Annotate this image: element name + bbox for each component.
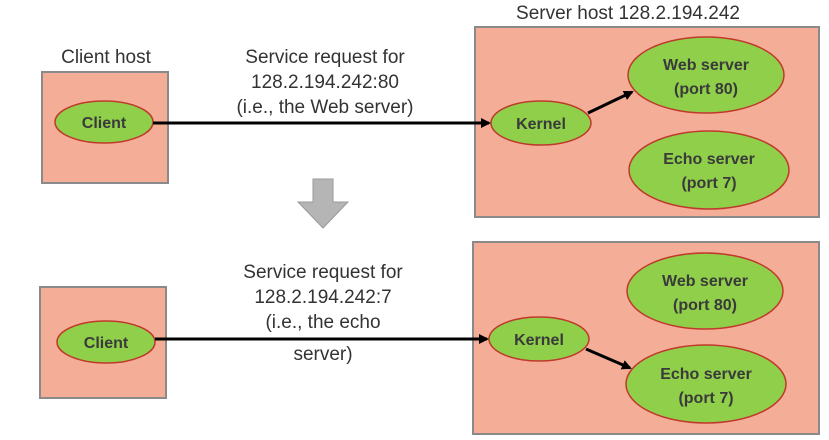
bottom-web-server-node	[626, 252, 784, 330]
top-kernel-label: Kernel	[516, 116, 566, 133]
bottom-kernel-to-echo-arrow	[585, 347, 632, 370]
top-request-line-1: Service request for	[245, 47, 405, 68]
top-kernel-node	[490, 100, 592, 146]
top-echo-server-label-1: Echo server	[663, 151, 755, 168]
top-web-server-node	[627, 36, 785, 114]
bottom-echo-server-label-2: (port 7)	[678, 390, 733, 407]
top-web-server-label-1: Web server	[663, 57, 749, 74]
bottom-request-line-1: Service request for	[243, 262, 403, 283]
bottom-client-node	[56, 320, 156, 364]
server-host-label: Server host 128.2.194.242	[516, 3, 740, 24]
bottom-web-server-label-2: (port 80)	[673, 297, 737, 314]
top-kernel-to-web-arrow	[587, 90, 634, 115]
bottom-request-line-3: (i.e., the echo	[265, 312, 380, 333]
bottom-request-line-2: 128.2.194.242:7	[254, 287, 391, 308]
top-echo-server-node	[628, 130, 790, 210]
top-echo-server-label-2: (port 7)	[681, 175, 736, 192]
client-host-label: Client host	[61, 47, 151, 68]
bottom-web-server-label-1: Web server	[662, 273, 748, 290]
bottom-request-line-4: server)	[293, 344, 352, 365]
transition-down-arrow	[296, 178, 350, 229]
bottom-echo-server-node	[625, 344, 787, 424]
bottom-kernel-label: Kernel	[514, 332, 564, 349]
bottom-kernel-node	[488, 316, 590, 362]
top-web-server-label-2: (port 80)	[674, 81, 738, 98]
top-client-label: Client	[82, 115, 127, 132]
top-request-line-3: (i.e., the Web server)	[236, 97, 413, 118]
bottom-echo-server-label-1: Echo server	[660, 366, 752, 383]
top-request-line-2: 128.2.194.242:80	[251, 72, 399, 93]
bottom-client-label: Client	[84, 335, 129, 352]
